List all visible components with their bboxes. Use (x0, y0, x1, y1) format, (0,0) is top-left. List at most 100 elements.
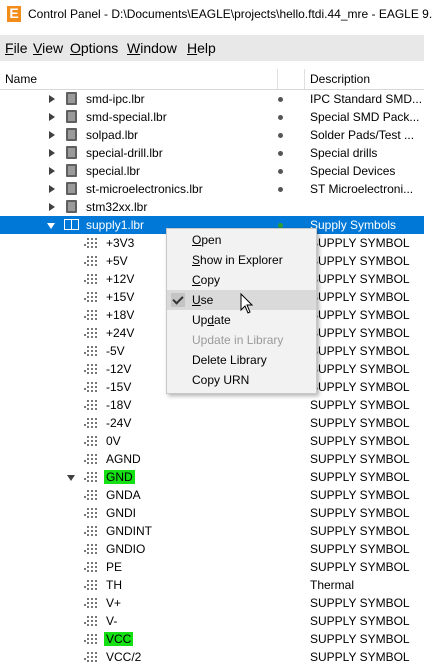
expand-arrow-icon[interactable] (49, 95, 55, 103)
collapse-arrow-icon[interactable] (67, 475, 75, 481)
symbol-name: VCC (104, 632, 134, 646)
symbol-name: GND (104, 470, 135, 484)
context-menu-update[interactable]: Update (192, 313, 231, 327)
symbol-icon (84, 614, 98, 628)
in-use-dot-icon[interactable] (278, 115, 283, 120)
symbol-row[interactable]: GND SUPPLY SYMBOL (0, 468, 424, 486)
symbol-name: +24V (106, 326, 135, 340)
expand-arrow-icon[interactable] (49, 203, 55, 211)
symbol-description: SUPPLY SYMBOL (310, 434, 410, 448)
menu-help[interactable]: Help (187, 40, 216, 56)
open-library-icon (64, 219, 79, 230)
in-use-dot-icon[interactable] (278, 223, 283, 228)
column-divider[interactable] (277, 69, 278, 89)
menu-view[interactable]: View (33, 40, 64, 56)
context-menu-copy-urn[interactable]: Copy URN (192, 373, 250, 387)
symbol-description: Thermal (310, 578, 355, 592)
context-menu-show-in-explorer[interactable]: Show in Explorer (192, 253, 283, 267)
expand-arrow-icon[interactable] (49, 113, 55, 121)
column-header-name[interactable]: Name (5, 72, 38, 86)
symbol-icon (84, 506, 98, 520)
library-row[interactable]: stm32xx.lbr (0, 198, 424, 216)
in-use-dot-icon[interactable] (278, 187, 283, 192)
context-menu: Open Show in Explorer Copy Use Update Up… (166, 228, 317, 394)
expand-arrow-icon[interactable] (49, 167, 55, 175)
column-header-description[interactable]: Description (310, 72, 371, 86)
symbol-icon (84, 308, 98, 322)
menu-window[interactable]: Window (127, 40, 177, 56)
symbol-row[interactable]: AGND SUPPLY SYMBOL (0, 450, 424, 468)
library-description: Special SMD Pack... (310, 110, 420, 124)
symbol-icon (84, 362, 98, 376)
symbol-description: SUPPLY SYMBOL (310, 488, 410, 502)
symbol-icon (84, 650, 98, 664)
symbol-name: PE (106, 560, 123, 574)
in-use-dot-icon[interactable] (278, 97, 283, 102)
symbol-row[interactable]: V- SUPPLY SYMBOL (0, 612, 424, 630)
symbol-description: SUPPLY SYMBOL (310, 326, 410, 340)
symbol-row[interactable]: V+SUPPLY SYMBOL (0, 594, 424, 612)
symbol-description: SUPPLY SYMBOL (310, 470, 410, 484)
in-use-dot-icon[interactable] (278, 133, 283, 138)
symbol-description: SUPPLY SYMBOL (310, 362, 410, 376)
symbol-icon (84, 560, 98, 574)
menu-bar: File View Options Window Help (0, 35, 424, 61)
symbol-name: AGND (106, 452, 141, 466)
symbol-icon (84, 596, 98, 610)
collapse-arrow-icon[interactable] (47, 223, 55, 229)
context-menu-delete-library[interactable]: Delete Library (192, 353, 267, 367)
symbol-name: +18V (106, 308, 135, 322)
symbol-icon (84, 380, 98, 394)
symbol-name: +15V (106, 290, 135, 304)
symbol-description: SUPPLY SYMBOL (310, 614, 410, 628)
context-menu-open[interactable]: Open (192, 233, 222, 247)
in-use-dot-icon[interactable] (278, 151, 283, 156)
symbol-name: V- (106, 614, 118, 628)
context-menu-copy[interactable]: Copy (192, 273, 221, 287)
menu-file[interactable]: File (5, 40, 28, 56)
symbol-name: GNDINT (106, 524, 152, 538)
tree-header: Name Description (0, 69, 424, 90)
expand-arrow-icon[interactable] (49, 149, 55, 157)
symbol-icon (84, 524, 98, 538)
symbol-row[interactable]: +24V SUPPLY SYMBOL (0, 324, 424, 342)
symbol-description: SUPPLY SYMBOL (310, 560, 410, 574)
symbol-icon (84, 344, 98, 358)
symbol-description: SUPPLY SYMBOL (310, 236, 410, 250)
symbol-row[interactable]: PE SUPPLY SYMBOL (0, 558, 424, 576)
in-use-dot-icon[interactable] (278, 169, 283, 174)
menu-options[interactable]: Options (70, 40, 119, 56)
library-icon (66, 110, 77, 123)
symbol-description: SUPPLY SYMBOL (310, 380, 410, 394)
expand-arrow-icon[interactable] (49, 131, 55, 139)
expand-arrow-icon[interactable] (49, 185, 55, 193)
column-divider[interactable] (304, 69, 305, 89)
symbol-name: VCC/2 (106, 650, 142, 664)
symbol-description: SUPPLY SYMBOL (310, 452, 410, 466)
